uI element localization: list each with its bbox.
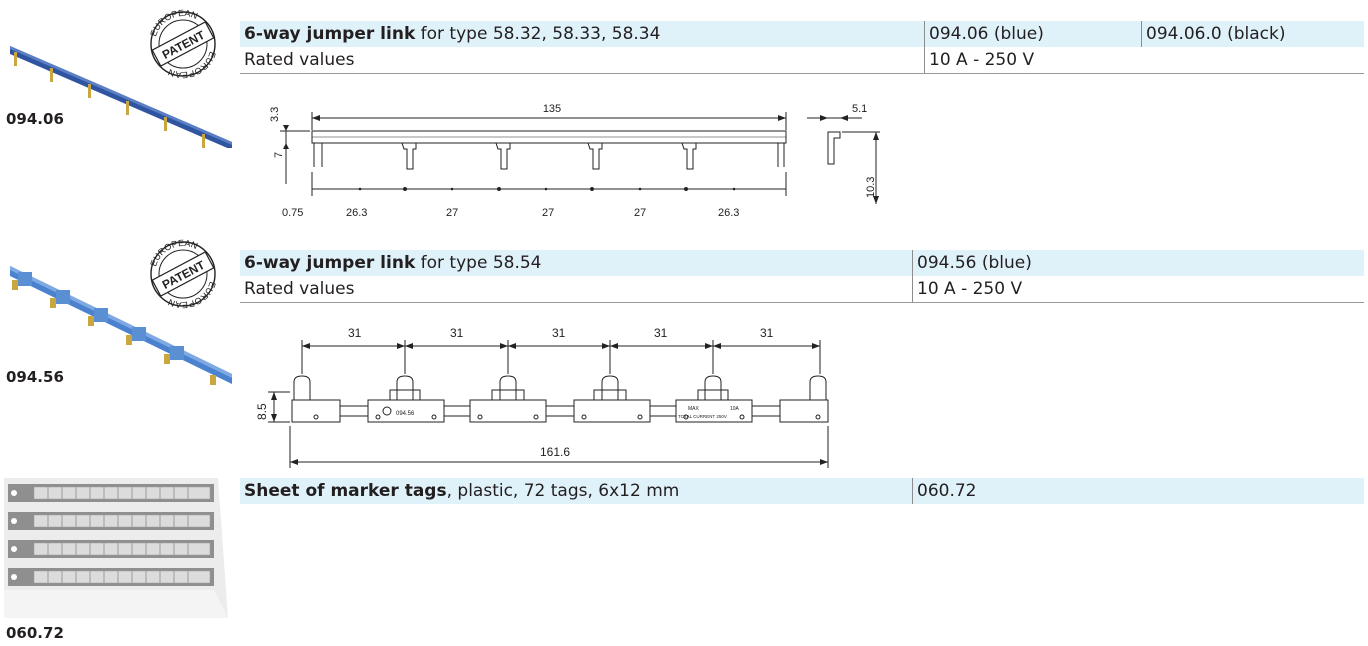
dim-total-length: 135 bbox=[543, 103, 561, 115]
dimension-drawing-094-56: 31 31 31 31 31 8.5 161.6 094.56 MAX 10A … bbox=[255, 326, 829, 468]
dim-spacing-2: 26.3 bbox=[346, 207, 367, 219]
dim-side-width: 5.1 bbox=[852, 103, 867, 115]
spec-table-060-72: Sheet of marker tags, plastic, 72 tags, … bbox=[240, 478, 1364, 504]
max-label: MAX bbox=[688, 406, 700, 412]
part-number-black: 094.06.0 (black) bbox=[1141, 21, 1364, 47]
part-number: 060.72 bbox=[912, 478, 1364, 504]
marker-tag-sheet-image bbox=[4, 478, 228, 618]
rated-label: Rated values bbox=[240, 47, 925, 74]
body-marking: 094.56 bbox=[396, 411, 415, 417]
dim-spacing-5: 27 bbox=[634, 207, 646, 219]
european-patent-stamp: EUROPEAN EUROPEAN PATENT bbox=[148, 238, 218, 310]
part-number-blue: 094.06 (blue) bbox=[924, 21, 1142, 47]
dim-height-top: 3.3 bbox=[269, 107, 281, 122]
dim-height: 8.5 bbox=[255, 403, 269, 420]
product-photo-094-06: EUROPEAN EUROPEAN PATENT bbox=[10, 8, 232, 148]
product-code-060-72: 060.72 bbox=[6, 624, 64, 642]
spec-table-094-06: 6-way jumper link for type 58.32, 58.33,… bbox=[240, 21, 1364, 74]
dim-pin-height: 7 bbox=[273, 152, 285, 158]
dim-spacing-3: 27 bbox=[446, 207, 458, 219]
product-title-bold: 6-way jumper link bbox=[244, 24, 416, 44]
part-number-blue: 094.56 (blue) bbox=[912, 250, 1364, 276]
jumper-link-blue-image bbox=[10, 46, 232, 148]
dim-total-length: 161.6 bbox=[540, 445, 570, 459]
dim-side-height: 10.3 bbox=[865, 177, 877, 198]
rated-value: 10 A - 250 V bbox=[912, 276, 1364, 303]
product-title: 6-way jumper link for type 58.32, 58.33,… bbox=[240, 21, 925, 47]
dim-pitch-1: 31 bbox=[348, 326, 362, 340]
product-title-bold: Sheet of marker tags bbox=[244, 481, 447, 501]
dim-pitch-3: 31 bbox=[552, 326, 566, 340]
european-patent-stamp: EUROPEAN EUROPEAN PATENT bbox=[148, 8, 218, 80]
product-title: Sheet of marker tags, plastic, 72 tags, … bbox=[240, 478, 913, 504]
dim-pitch-2: 31 bbox=[450, 326, 464, 340]
product-title-rest: , plastic, 72 tags, 6x12 mm bbox=[446, 481, 680, 501]
rated-value: 10 A - 250 V bbox=[924, 47, 1364, 74]
spec-title-row: 6-way jumper link for type 58.54 094.56 … bbox=[240, 250, 1364, 276]
rated-label: Rated values bbox=[240, 276, 913, 303]
product-title-rest: for type 58.32, 58.33, 58.34 bbox=[415, 24, 661, 44]
product-title-bold: 6-way jumper link bbox=[244, 253, 416, 273]
dim-pitch-5: 31 bbox=[760, 326, 774, 340]
product-code-094-56: 094.56 bbox=[6, 368, 64, 386]
dim-spacing-6: 26.3 bbox=[718, 207, 739, 219]
product-photo-060-72 bbox=[4, 478, 228, 618]
total-current-label: TOTAL CURRENT 250V bbox=[678, 414, 727, 419]
current-label: 10A bbox=[730, 406, 740, 412]
spec-table-094-56: 6-way jumper link for type 58.54 094.56 … bbox=[240, 250, 1364, 303]
jumper-link-light-blue-image bbox=[10, 266, 232, 385]
dimension-drawing-094-06: 135 3.3 7 5.1 10.3 0.75 26.3 27 27 27 26… bbox=[269, 103, 880, 219]
rated-values-row: Rated values 10 A - 250 V bbox=[240, 47, 1364, 74]
product-code-094-06: 094.06 bbox=[6, 110, 64, 128]
dim-spacing-4: 27 bbox=[542, 207, 554, 219]
product-title-rest: for type 58.54 bbox=[415, 253, 542, 273]
dim-spacing-1: 0.75 bbox=[282, 207, 303, 219]
dim-pitch-4: 31 bbox=[654, 326, 668, 340]
product-title: 6-way jumper link for type 58.54 bbox=[240, 250, 913, 276]
rated-values-row: Rated values 10 A - 250 V bbox=[240, 276, 1364, 303]
spec-title-row: 6-way jumper link for type 58.32, 58.33,… bbox=[240, 21, 1364, 47]
spec-title-row: Sheet of marker tags, plastic, 72 tags, … bbox=[240, 478, 1364, 504]
product-photo-094-56: EUROPEAN EUROPEAN PATENT bbox=[10, 238, 232, 385]
